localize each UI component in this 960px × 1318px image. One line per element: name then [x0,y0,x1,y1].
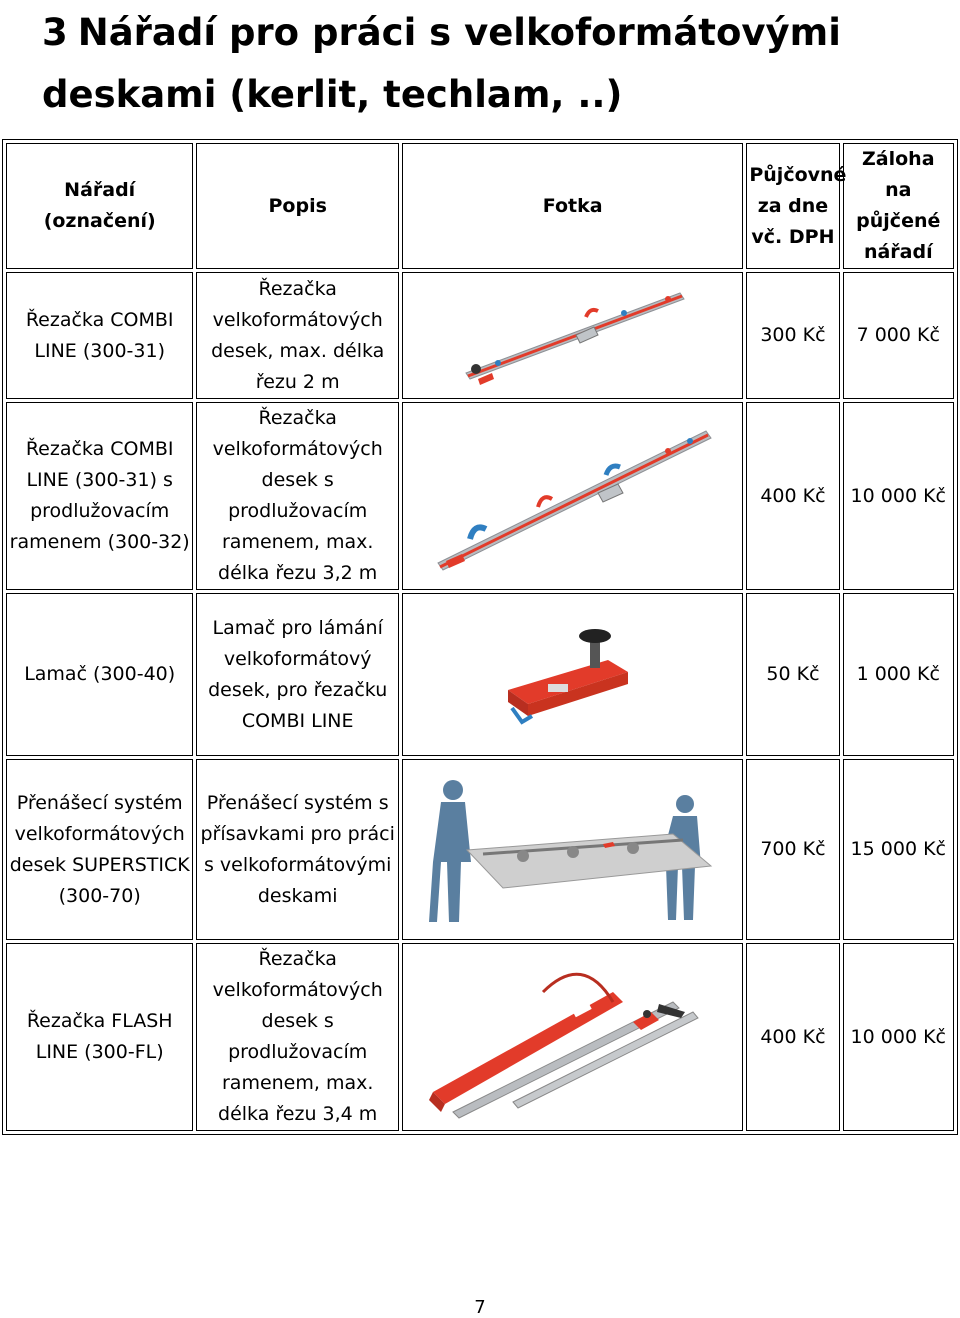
deposit-cell: 7 000 Kč [842,272,954,399]
flash-line-cutter-icon [428,972,699,1119]
photo-cell [401,943,744,1131]
header-rental: Půjčovné za dne vč. DPH [746,143,846,269]
description-cell: Lamač pro lámání velkoformátový desek, p… [196,593,399,756]
rail-cutter-icon [464,291,685,385]
header-deposit: Záloha na půjčené nářadí [842,143,954,269]
deposit-cell: 1 000 Kč [842,593,954,756]
tool-cell: Řezačka COMBI LINE (300-31) [6,272,194,399]
header-tool: Nářadí (označení) [6,143,194,269]
tool-cell: Řezačka FLASH LINE (300-FL) [6,943,194,1131]
deposit-cell: 15 000 Kč [842,759,954,940]
photo-cell [401,593,744,756]
rental-cell: 700 Kč [746,759,840,940]
heading-title-line2: deskami (kerlit, techlam, ..) [42,73,623,116]
rental-cell: 300 Kč [746,272,840,399]
deposit-cell: 10 000 Kč [842,402,954,590]
rental-cell: 400 Kč [746,943,840,1131]
table-row: Přenášecí systém velkoformátových desek … [6,759,954,940]
tool-cell: Řezačka COMBI LINE (300-31) s prodlužova… [6,402,194,590]
table-row: Řezačka COMBI LINE (300-31) Řezačka velk… [6,272,954,399]
photo-cell [401,759,744,940]
extended-rail-cutter-icon [436,430,712,571]
deposit-cell: 10 000 Kč [842,943,954,1131]
header-photo: Fotka [401,143,744,269]
table-row: Řezačka COMBI LINE (300-31) s prodlužova… [6,402,954,590]
heading-number: 3 [42,11,68,54]
rental-cell: 50 Kč [746,593,840,756]
header-description: Popis [196,143,399,269]
table-header-row: Nářadí (označení) Popis Fotka Půjčovné z… [6,143,954,269]
table-row: Řezačka FLASH LINE (300-FL) Řezačka velk… [6,943,954,1131]
photo-cell [401,272,744,399]
description-cell: Řezačka velkoformátových desek s prodluž… [196,402,399,590]
photo-cell [401,402,744,590]
table-row: Lamač (300-40) Lamač pro lámání velkofor… [6,593,954,756]
tools-table: Nářadí (označení) Popis Fotka Půjčovné z… [2,139,958,1135]
description-cell: Řezačka velkoformátových desek, max. dél… [196,272,399,399]
description-cell: Řezačka velkoformátových desek s prodluž… [196,943,399,1131]
carrying-system-icon [428,779,712,922]
tool-cell: Přenášecí systém velkoformátových desek … [6,759,194,940]
description-cell: Přenášecí systém s přísavkami pro práci … [196,759,399,940]
heading-title-line1: Nářadí pro práci s velkoformátovými [77,11,841,54]
rental-cell: 400 Kč [746,402,840,590]
page-number: 7 [474,1297,486,1318]
breaker-icon [507,628,628,725]
tool-cell: Lamač (300-40) [6,593,194,756]
